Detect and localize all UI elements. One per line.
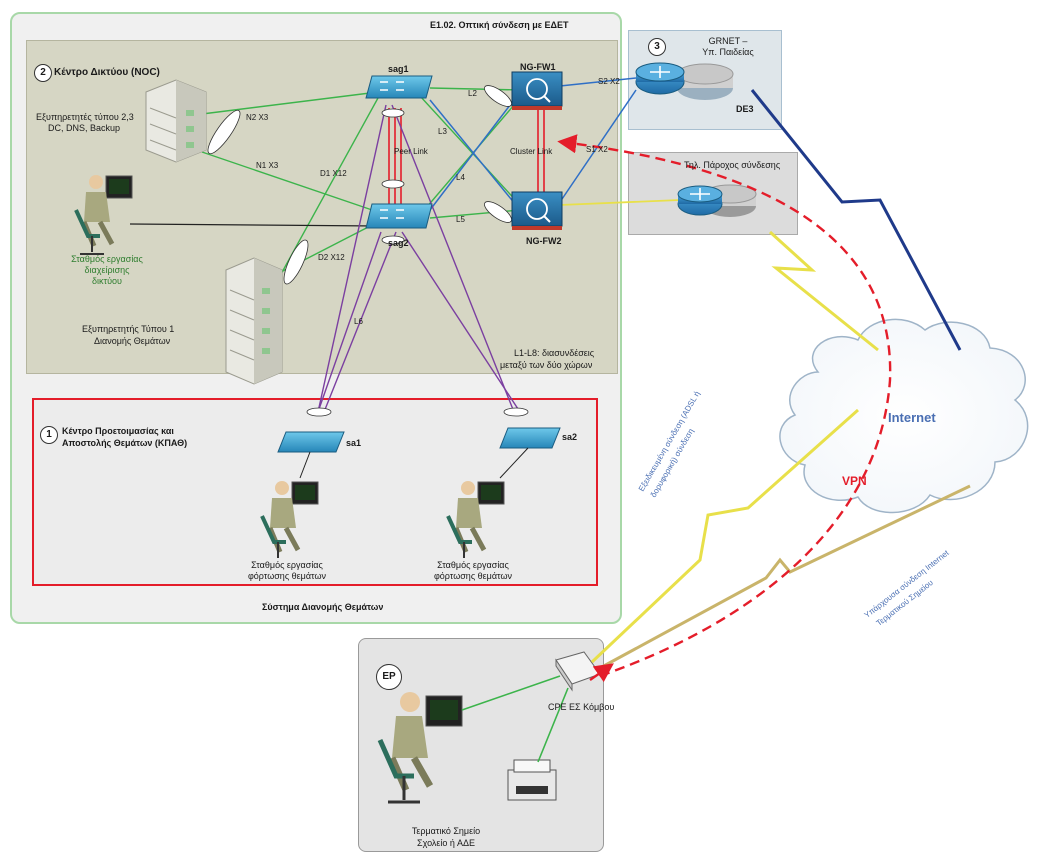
kepa-title-1: Κέντρο Προετοιμασίας και — [62, 426, 174, 436]
red-links — [388, 104, 545, 206]
grnet-title-2: Υπ. Παιδείας — [702, 47, 754, 57]
servers-top-1: Εξυπηρετητές τύπου 2,3 — [36, 112, 134, 122]
cluster-link-label: Cluster Link — [510, 147, 553, 156]
router-isp-icon — [677, 184, 757, 217]
link-markers — [207, 85, 529, 417]
grnet-title-1: GRNET – — [708, 36, 748, 46]
l1-l8-label: L1-L8: διασυνδέσεις — [514, 348, 595, 358]
noc-workstation-3: δικτύου — [92, 276, 122, 286]
ep-badge: ΕΡ — [376, 664, 402, 690]
kepa-title-2: Αποστολής Θεμάτων (ΚΠΑΘ) — [62, 438, 188, 448]
firewall-ngfw2-icon — [511, 191, 563, 230]
ngfw2-label: NG-FW2 — [526, 236, 562, 246]
isp-title: Τηλ. Πάροχος σύνδεσης — [684, 160, 781, 170]
sa2-cable — [499, 447, 529, 479]
ep-caption-1: Τερματικό Σημείο — [411, 826, 481, 836]
outer-box-footer: Σύστημα Διανομής Θεμάτων — [262, 602, 384, 612]
grnet-number-badge: 3 — [648, 38, 666, 56]
link-l2: L2 — [468, 89, 477, 98]
link-s2: S2 X2 — [598, 77, 620, 86]
cpe-label: CPE ΕΣ Κόμβου — [548, 702, 615, 712]
noc-title: Κέντρο Δικτύου (ΝΟC) — [54, 67, 160, 78]
vpn-tunnel — [557, 134, 892, 678]
printer-icon — [507, 759, 557, 801]
sa1-label: sa1 — [346, 438, 362, 448]
link-n2: N2 X3 — [246, 113, 269, 122]
ep-caption-2: Σχολείο ή ΑΔΕ — [417, 838, 475, 848]
vpn-arrow-ep — [589, 663, 614, 683]
kepa-ws1-1: Σταθμός εργασίας — [251, 560, 323, 570]
switch-sa1-icon — [277, 431, 345, 453]
peer-link-label: Peer Link — [394, 147, 428, 156]
switch-sa2-icon — [499, 427, 561, 449]
sag2-label: sag2 — [388, 238, 409, 248]
vpn-label: VPN — [842, 474, 867, 488]
management-cable — [129, 223, 379, 227]
switch-sag2-icon — [365, 203, 433, 229]
sa2-label: sa2 — [562, 432, 578, 442]
sa1-cable — [299, 451, 311, 479]
noc-number-badge: 2 — [34, 64, 52, 82]
ep-workstation-link — [461, 675, 561, 711]
outer-box-title: Ε1.02. Οπτική σύνδεση με ΕΔΕΤ — [430, 20, 569, 30]
workstation-kepa1-icon — [260, 481, 319, 558]
servers-bottom-2: Διανομής Θεμάτων — [94, 336, 171, 346]
workstation-kepa2-icon — [446, 481, 505, 558]
servers-bottom-1: Εξυπηρετητής Τύπου 1 — [82, 324, 175, 334]
internet-label: Internet — [888, 410, 936, 425]
grnet-code: DE3 — [736, 104, 754, 114]
sag1-label: sag1 — [388, 64, 409, 74]
link-s1: S1 X2 — [586, 145, 608, 154]
kepa-number-badge: 1 — [40, 426, 58, 444]
purple-links — [317, 104, 521, 413]
workstation-ep-icon — [377, 692, 463, 804]
kepa-ws2-2: φόρτωσης θεμάτων — [433, 571, 513, 581]
servers-top-2: DC, DNS, Backup — [48, 123, 121, 133]
noc-workstation-1: Σταθμός εργασίας — [71, 254, 143, 264]
link-l5: L5 — [456, 215, 465, 224]
link-l6: L6 — [354, 317, 363, 326]
ep-printer-link — [537, 687, 569, 763]
server-rack-bottom-icon — [225, 257, 283, 385]
link-d1: D1 X12 — [320, 169, 347, 178]
firewall-ngfw1-icon — [511, 71, 563, 110]
wan-links — [590, 89, 971, 670]
kepa-ws2-1: Σταθμός εργασίας — [437, 560, 509, 570]
cpe-router-icon — [555, 651, 601, 692]
l1-l8-label-2: μεταξύ των δύο χώρων — [500, 360, 593, 370]
link-d2: D2 X12 — [318, 253, 345, 262]
router-grnet-icon — [635, 62, 734, 100]
link-n1: N1 X3 — [256, 161, 279, 170]
kepa-ws1-2: φόρτωσης θεμάτων — [247, 571, 327, 581]
link-l4: L4 — [456, 173, 465, 182]
server-rack-top-icon — [145, 79, 207, 163]
ngfw1-label: NG-FW1 — [520, 62, 556, 72]
internet-cloud — [779, 318, 1029, 514]
green-links — [201, 87, 681, 286]
noc-workstation-2: διαχείρισης — [84, 265, 130, 275]
workstation-noc-icon — [74, 175, 133, 255]
switch-sag1-icon — [365, 75, 433, 99]
link-l3: L3 — [438, 127, 447, 136]
